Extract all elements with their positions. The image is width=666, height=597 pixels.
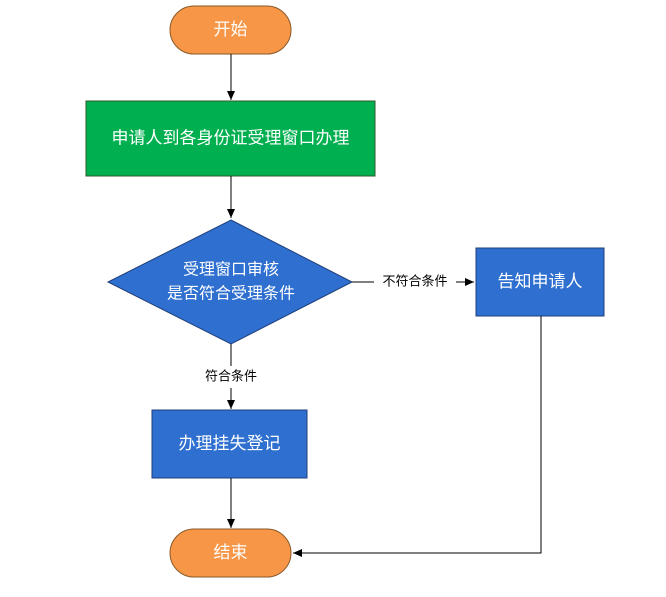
register-label: 办理挂失登记 <box>179 434 281 454</box>
review-label-line1: 受理窗口审核 <box>183 260 279 279</box>
review-shape <box>106 219 354 345</box>
start-label: 开始 <box>214 20 248 40</box>
apply-shape <box>85 100 376 177</box>
notify-process-node: 告知申请人 <box>475 247 605 317</box>
end-node: 结束 <box>169 528 292 578</box>
notify-shape <box>475 247 605 317</box>
edge-notify-to-end <box>293 316 542 557</box>
apply-process-node: 申请人到各身份证受理窗口办理 <box>85 100 376 177</box>
register-process-node: 办理挂失登记 <box>151 409 308 479</box>
notify-label: 告知申请人 <box>498 272 583 292</box>
edge-label-qualified: 符合条件 <box>205 369 257 385</box>
review-label-line2: 是否符合受理条件 <box>167 284 295 303</box>
register-shape <box>151 409 308 479</box>
apply-label: 申请人到各身份证受理窗口办理 <box>112 129 350 149</box>
end-shape <box>169 528 292 578</box>
review-decision-node: 受理窗口审核 是否符合受理条件 <box>106 219 354 345</box>
edge-label-not-qualified: 不符合条件 <box>382 274 447 290</box>
end-label: 结束 <box>214 543 248 563</box>
start-node: 开始 <box>169 5 292 55</box>
